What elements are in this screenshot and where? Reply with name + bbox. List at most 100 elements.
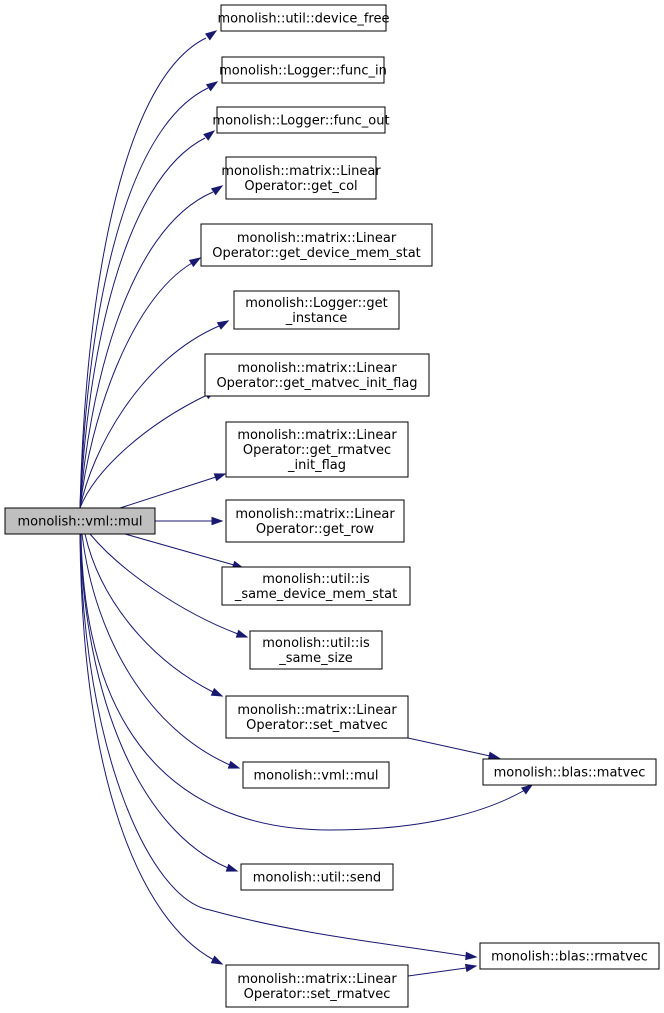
edge-root-to-device_free: [79, 30, 218, 509]
edge-arrowhead: [210, 955, 224, 965]
node-label-line: Operator::get_row: [256, 522, 375, 537]
edge-arrowhead: [203, 130, 216, 141]
node-box: [242, 761, 390, 789]
node-blas_matvec[interactable]: monolish::blas::matvec: [482, 758, 657, 786]
node-label-line: monolish::util::device_free: [218, 12, 390, 27]
edges-layer: [79, 30, 534, 977]
node-box: [225, 964, 409, 1008]
node-get_col[interactable]: monolish::matrix::LinearOperator::get_co…: [221, 156, 381, 200]
edge-root-to-get_instance: [79, 320, 230, 509]
edge-line: [407, 737, 491, 757]
node-label-line: _instance: [285, 311, 348, 326]
edge-arrowhead: [188, 257, 202, 268]
node-label-line: Operator::get_rmatvec: [243, 443, 391, 458]
edge-root-to-set_matvec: [84, 533, 224, 697]
node-label-line: Operator::get_device_mem_stat: [212, 246, 421, 261]
nodes-layer: monolish::vml::mul monolish::util::device…: [4, 4, 660, 1008]
node-func_out[interactable]: monolish::Logger::func_out: [212, 106, 390, 134]
node-label-line: monolish::Logger::func_in: [219, 64, 387, 79]
edge-line: [124, 533, 235, 566]
node-label-line: monolish::matrix::Linear: [221, 164, 381, 179]
edge-line: [80, 533, 526, 831]
node-blas_rmatvec[interactable]: monolish::blas::rmatvec: [479, 942, 660, 970]
node-is_same_size[interactable]: monolish::util::is_same_size: [249, 630, 383, 670]
node-box: [249, 630, 383, 670]
edge-line: [79, 533, 229, 869]
node-label-line: Operator::set_matvec: [246, 718, 388, 733]
node-label-line: monolish::blas::matvec: [494, 766, 646, 781]
node-label-line: Operator::get_matvec_init_flag: [216, 376, 417, 391]
edge-arrowhead: [235, 629, 249, 638]
edge-root-to-blas_rmatvec: [79, 533, 478, 961]
edge-line: [89, 533, 239, 635]
edge-root-to-set_rmatvec: [79, 533, 224, 965]
node-get_matvec_init_flag[interactable]: monolish::matrix::LinearOperator::get_ma…: [204, 353, 430, 397]
node-is_same_device_mem_stat[interactable]: monolish::util::is_same_device_mem_stat: [221, 566, 411, 606]
edge-line: [119, 476, 217, 509]
edge-line: [79, 137, 206, 509]
edge-root-to-blas_matvec: [80, 533, 534, 831]
node-box: [204, 353, 430, 397]
edge-line: [81, 533, 231, 766]
node-func_in[interactable]: monolish::Logger::func_in: [219, 56, 387, 84]
edge-root-to-is_same_device_mem_stat: [124, 533, 245, 569]
edge-set_matvec-to-blas_matvec: [407, 737, 501, 760]
edge-line: [84, 533, 214, 693]
node-label-line: monolish::util::is: [262, 572, 370, 587]
node-set_rmatvec[interactable]: monolish::matrix::LinearOperator::set_rm…: [225, 964, 409, 1008]
node-root[interactable]: monolish::vml::mul: [4, 507, 156, 535]
edge-arrowhead: [205, 81, 219, 92]
edge-arrowhead: [487, 751, 501, 760]
node-box: [233, 290, 400, 330]
node-box: [221, 56, 385, 84]
node-label-line: monolish::vml::mul: [17, 515, 142, 530]
edge-root-to-send: [79, 533, 239, 872]
node-box: [225, 156, 377, 200]
edge-root-to-get_col: [79, 185, 224, 509]
node-label-line: monolish::util::send: [253, 871, 381, 886]
edge-arrowhead: [211, 516, 224, 526]
node-label-line: _init_flag: [287, 458, 346, 473]
edge-line: [79, 325, 220, 509]
edge-arrowhead: [465, 951, 478, 961]
node-get_rmatvec_init_flag[interactable]: monolish::matrix::LinearOperator::get_rm…: [225, 421, 409, 478]
edge-arrowhead: [204, 30, 218, 41]
edge-line: [79, 191, 214, 509]
node-label-line: monolish::matrix::Linear: [237, 361, 397, 376]
node-get_row[interactable]: monolish::matrix::LinearOperator::get_ro…: [225, 499, 405, 543]
edge-arrowhead: [521, 784, 534, 795]
edge-arrowhead: [227, 760, 241, 769]
node-label-line: monolish::Logger::func_out: [212, 114, 389, 129]
edge-arrowhead: [210, 687, 224, 697]
edge-arrowhead: [210, 185, 224, 196]
node-box: [479, 942, 660, 970]
edge-root-to-get_rmatvec_init_flag: [119, 473, 227, 509]
node-get_device_mem_stat[interactable]: monolish::matrix::LinearOperator::get_de…: [200, 223, 433, 267]
node-label-line: monolish::Logger::get: [245, 296, 388, 311]
edge-root-to-get_device_mem_stat: [79, 257, 202, 509]
edge-arrowhead: [216, 320, 230, 330]
edge-line: [79, 394, 208, 509]
edge-line: [79, 262, 193, 509]
edge-arrowhead: [225, 863, 239, 872]
node-label-line: monolish::matrix::Linear: [237, 703, 397, 718]
edge-root-to-func_out: [79, 130, 216, 509]
node-device_free[interactable]: monolish::util::device_free: [218, 4, 390, 32]
node-box: [4, 507, 156, 535]
edge-line: [79, 533, 467, 957]
node-vml_mul[interactable]: monolish::vml::mul: [242, 761, 390, 789]
node-label-line: monolish::blas::rmatvec: [491, 950, 648, 965]
edge-root-to-get_row: [155, 516, 224, 526]
node-label-line: monolish::matrix::Linear: [235, 507, 395, 522]
node-box: [220, 4, 387, 32]
edge-arrowhead: [213, 473, 227, 482]
node-label-line: monolish::vml::mul: [253, 769, 378, 784]
node-label-line: _same_device_mem_stat: [234, 587, 397, 602]
node-get_instance[interactable]: monolish::Logger::get_instance: [233, 290, 400, 330]
edge-set_rmatvec-to-blas_rmatvec: [407, 963, 478, 977]
node-send[interactable]: monolish::util::send: [240, 863, 394, 891]
node-set_matvec[interactable]: monolish::matrix::LinearOperator::set_ma…: [225, 695, 409, 739]
node-box: [221, 566, 411, 606]
node-label-line: Operator::set_rmatvec: [244, 987, 391, 1002]
